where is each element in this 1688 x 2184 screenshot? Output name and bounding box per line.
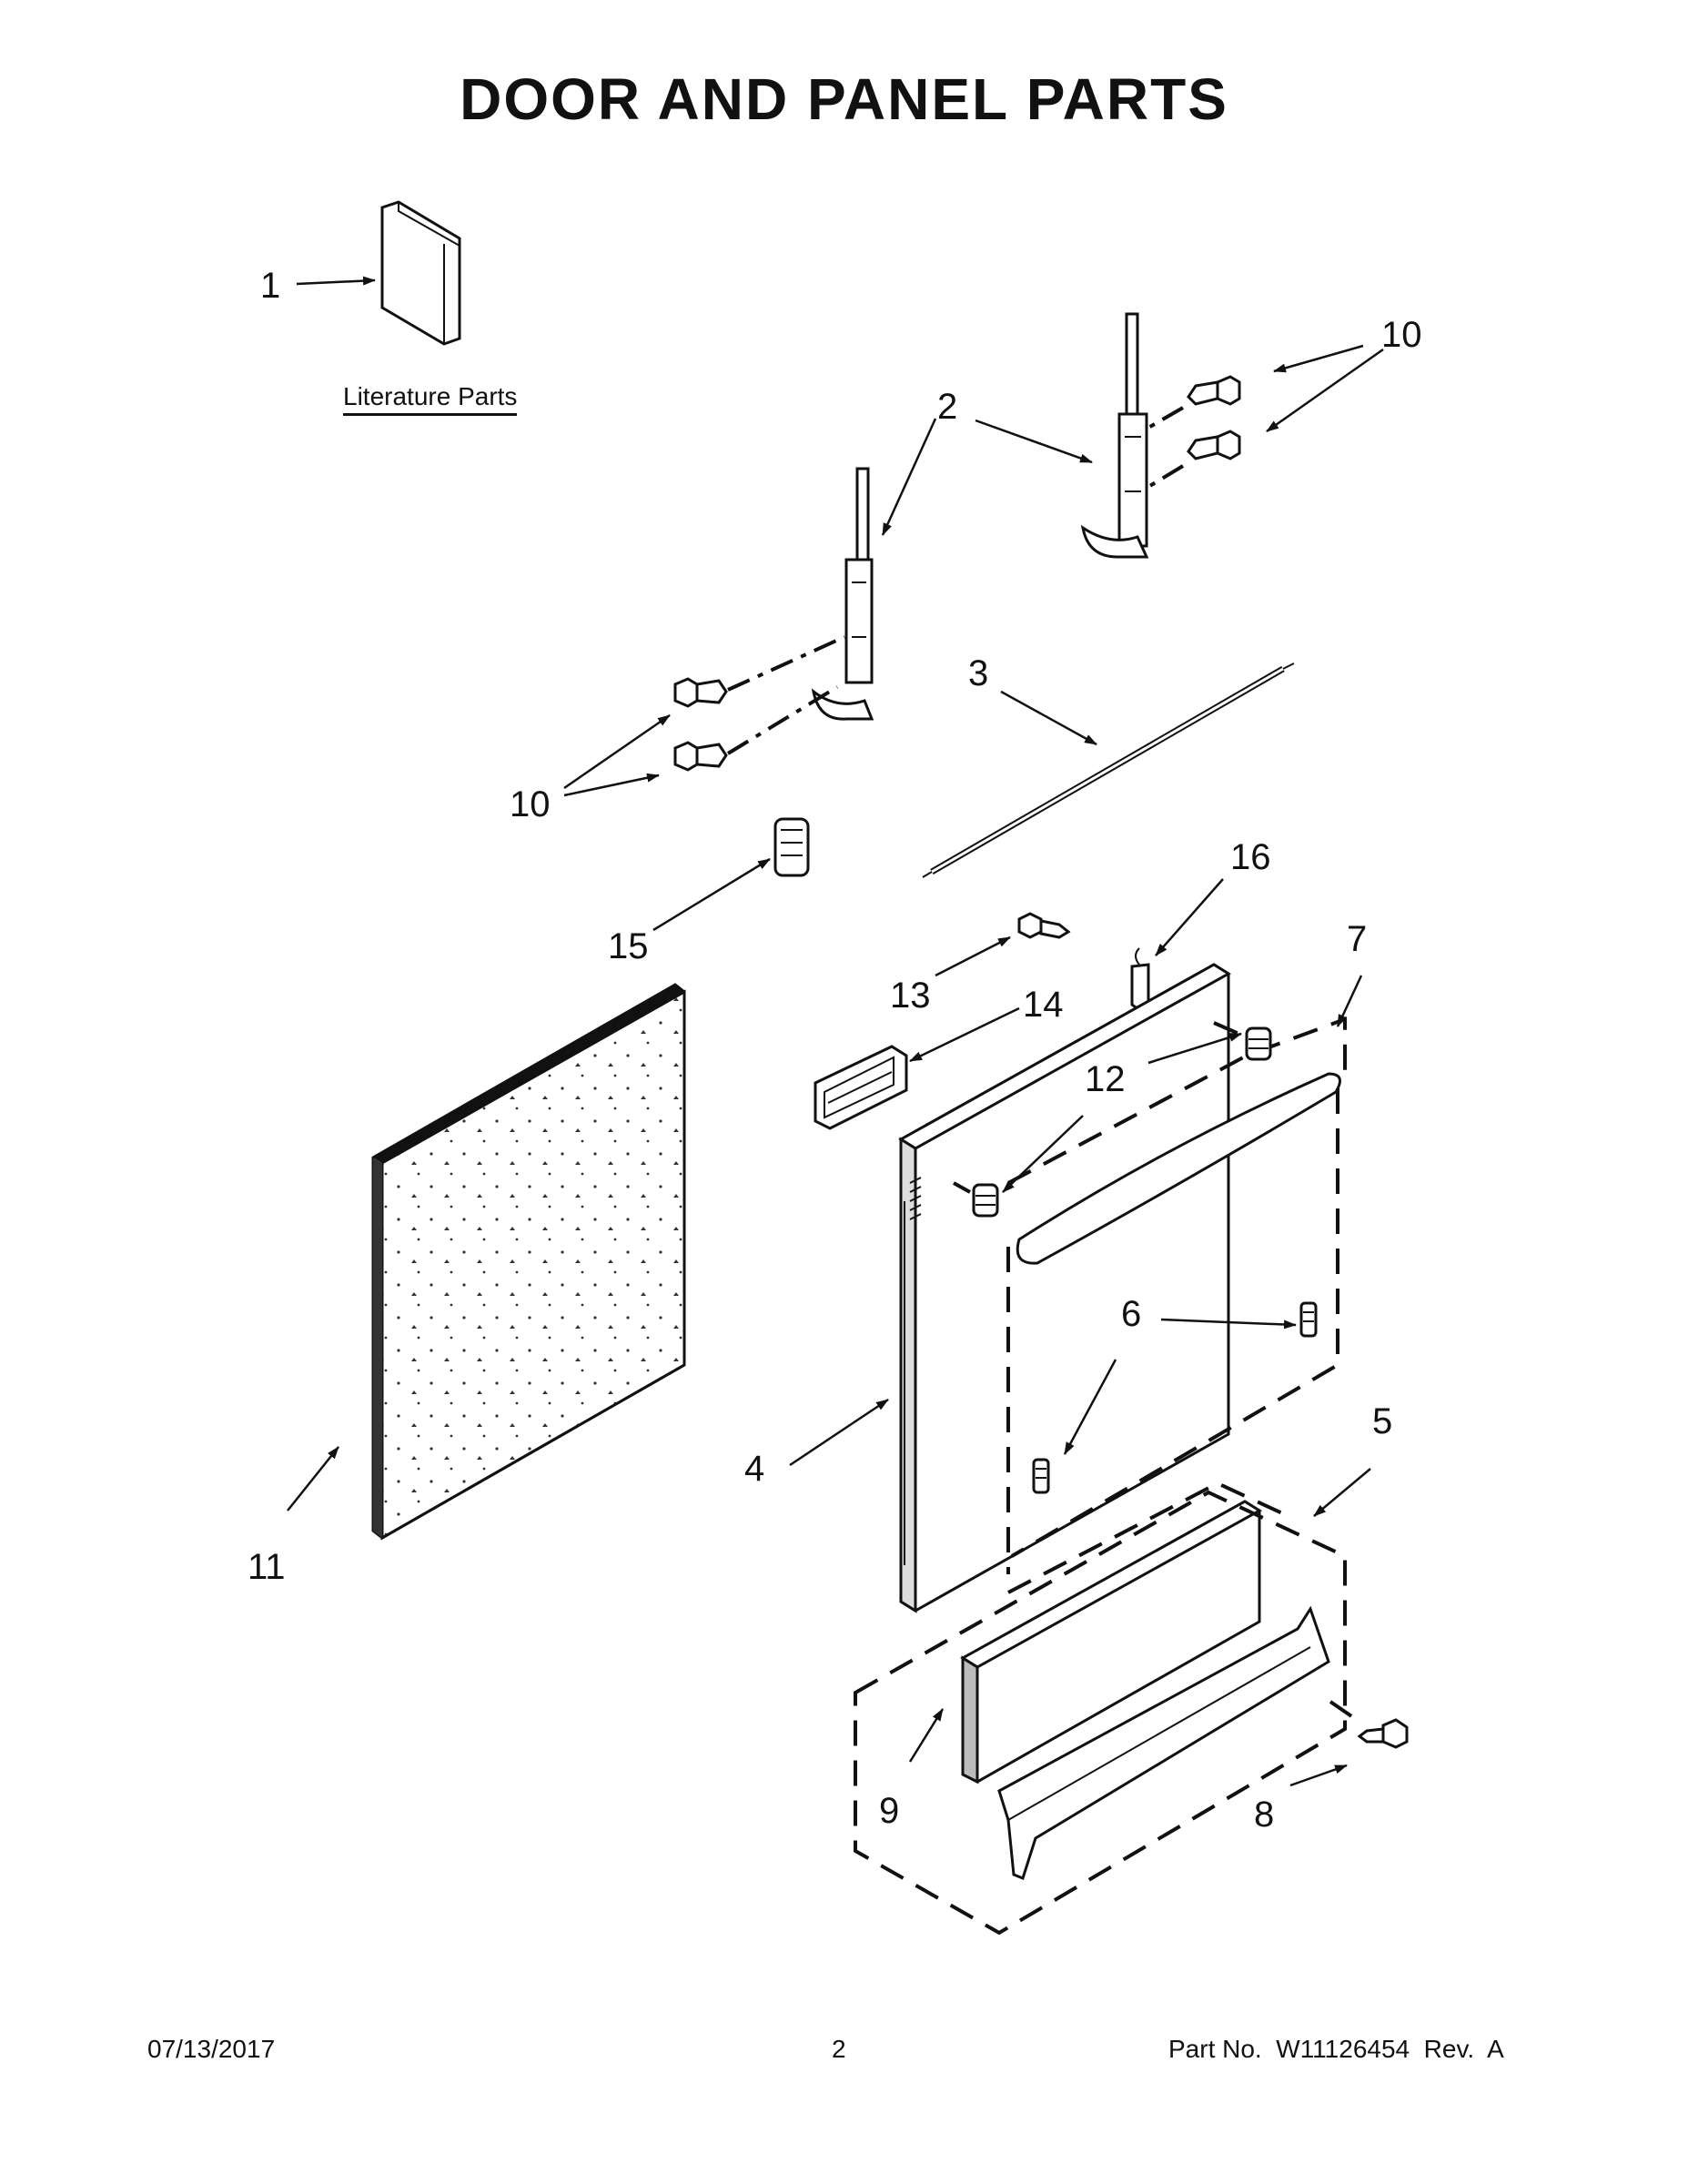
callout-5: 5 (1372, 1401, 1393, 1441)
arrow-4 (789, 1398, 889, 1467)
footer-page-number: 2 (832, 2035, 846, 2063)
callout-14: 14 (1023, 985, 1064, 1025)
door-rod (922, 662, 1295, 878)
callout-4: 4 (744, 1449, 765, 1489)
callout-12: 12 (1085, 1059, 1126, 1099)
arrow-12-left (1002, 1115, 1084, 1193)
callout-2: 2 (937, 387, 958, 427)
callout-10-left: 10 (510, 784, 551, 824)
arrow-5 (1313, 1468, 1371, 1517)
arrow-8 (1289, 1764, 1348, 1787)
arrow-10-left-b (563, 773, 660, 797)
kick-plate-screw (1357, 1718, 1409, 1749)
callout-16: 16 (1230, 837, 1271, 877)
callout-11: 11 (248, 1547, 286, 1587)
arrow-7 (1336, 975, 1363, 1027)
arrow-16 (1155, 878, 1224, 956)
handle-insert (814, 1045, 908, 1130)
arrow-6-right (1160, 1318, 1297, 1330)
literature-booklet (380, 200, 461, 346)
spring-left (1032, 1458, 1050, 1494)
hinge-screw-right-lower (1187, 430, 1241, 460)
insulation-panel (371, 983, 686, 1541)
callout-7: 7 (1347, 919, 1368, 959)
footer-part-number: Part No. W11126454 Rev. A (1168, 2035, 1504, 2063)
callout-8: 8 (1254, 1795, 1275, 1835)
callout-6: 6 (1121, 1294, 1142, 1334)
arrow-3 (1000, 690, 1097, 746)
callout-1: 1 (260, 266, 281, 306)
door-vent-slots (909, 1177, 922, 1220)
arrow-13 (935, 935, 1011, 977)
callout-13: 13 (890, 976, 931, 1016)
toe-panel (960, 1500, 1262, 1785)
door-screw (1017, 912, 1071, 939)
door-bracket (1130, 947, 1150, 1012)
outer-door-panel (898, 963, 1231, 1613)
page-title: DOOR AND PANEL PARTS (460, 66, 1228, 132)
spring-right (1299, 1301, 1318, 1338)
arrow-14 (909, 1006, 1020, 1063)
literature-parts-label: Literature Parts (343, 382, 518, 416)
arrow-10-right-b (1266, 348, 1384, 433)
arrow-9 (908, 1708, 945, 1763)
right-door-hinge (1080, 312, 1149, 559)
arrow-10-right-a (1273, 344, 1364, 373)
handle-mount-right (1245, 1026, 1272, 1061)
left-door-hinge (811, 467, 874, 721)
hinge-screw-left-upper (673, 677, 728, 708)
handle-mount-left (972, 1183, 999, 1218)
arrow-15 (652, 857, 771, 932)
kick-plate-bracket (997, 1605, 1330, 1880)
callout-3: 3 (968, 653, 989, 693)
arrow-12-right (1147, 1032, 1242, 1065)
callout-9: 9 (879, 1791, 900, 1831)
arrow-6-left (1063, 1359, 1117, 1455)
arrow-1 (296, 276, 376, 286)
vent-cap (773, 817, 810, 877)
footer-date: 07/13/2017 (147, 2035, 276, 2063)
arrow-10-left-a (563, 713, 671, 790)
arrow-2-right (975, 419, 1093, 464)
callout-10-right: 10 (1381, 315, 1422, 355)
callout-15: 15 (608, 926, 649, 966)
hinge-screw-right-upper (1187, 375, 1241, 406)
hinge-screw-left-lower (673, 741, 728, 772)
arrow-2-left (881, 418, 937, 536)
arrow-11 (287, 1446, 339, 1512)
